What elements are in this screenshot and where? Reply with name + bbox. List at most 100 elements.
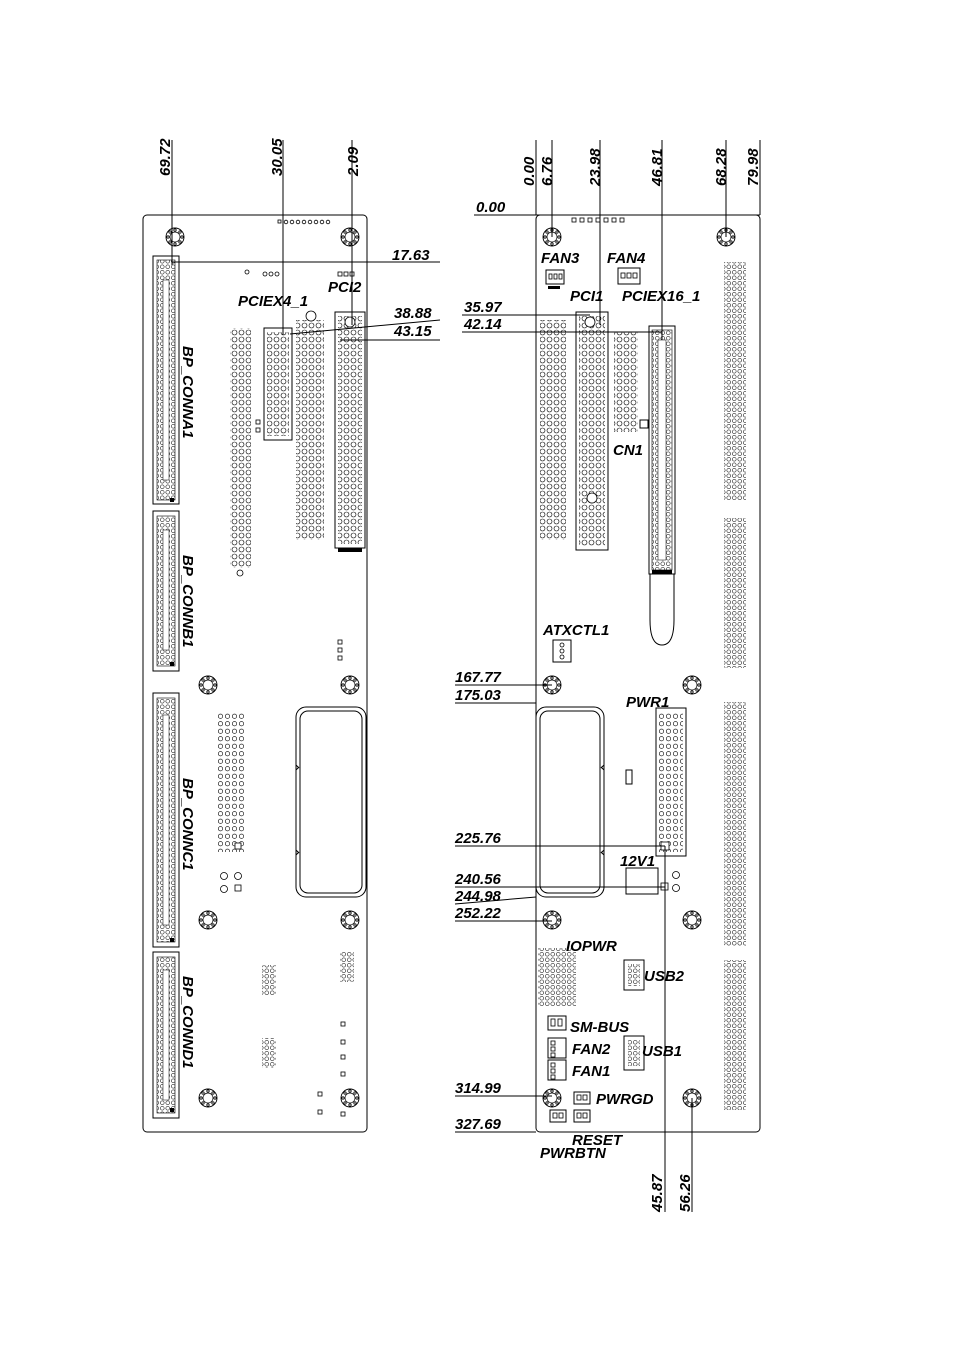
label-reset: RESET: [572, 1132, 624, 1149]
mounting-hole: [682, 675, 702, 695]
label-fan1: FAN1: [572, 1063, 610, 1080]
mounting-hole: [165, 227, 185, 247]
mounting-hole: [340, 910, 360, 930]
dim-left-244-98: 244.98: [454, 888, 502, 905]
mounting-hole: [340, 1088, 360, 1108]
label-atxctl1: ATXCTL1: [542, 622, 609, 639]
dim-left-225-76: 225.76: [454, 830, 502, 847]
left-board-outline: [142, 214, 368, 1133]
pciex16-1-slot: [648, 325, 676, 646]
mounting-hole: [340, 675, 360, 695]
board-cutout: [295, 706, 367, 898]
label-usb1: USB1: [642, 1043, 682, 1060]
pci1-slot: [575, 311, 609, 551]
bp-connd1-connector: [152, 951, 180, 1119]
pwr1-connector: [625, 707, 687, 857]
edge-pin-field: [724, 262, 746, 500]
label-pciex4-1: PCIEX4_1: [238, 293, 308, 310]
pin-field: [218, 712, 230, 852]
pin-field: [262, 1038, 276, 1068]
pin-field: [340, 952, 354, 982]
fan2-connector: [547, 1037, 567, 1059]
dim-left-42-14: 42.14: [463, 316, 502, 333]
bp-connb1-connector: [152, 510, 180, 672]
fan4-connector: [617, 267, 641, 285]
label-pciex16-1: PCIEX16_1: [622, 288, 700, 305]
label-fan3: FAN3: [541, 250, 580, 267]
dim-side-38-88: 38.88: [394, 305, 432, 322]
dim-top-46-81: 46.81: [649, 148, 666, 187]
label-iopwr: IOPWR: [566, 938, 617, 955]
usb2-connector: [623, 959, 645, 991]
pci2-slot: [334, 311, 366, 552]
mounting-hole: [340, 227, 360, 247]
label-bp-connc1: BP_CONNC1: [179, 778, 196, 871]
label-bp-conna1: BP_CONNA1: [179, 346, 196, 439]
reset-jumper: [573, 1109, 591, 1123]
bp-connc1-connector: [152, 692, 180, 948]
dim-top-68-28: 68.28: [713, 148, 730, 186]
board-cutout: [535, 706, 605, 898]
dim-top-0-00: 0.00: [521, 156, 538, 186]
bp-conna1-connector: [152, 255, 180, 505]
mounting-hole: [198, 910, 218, 930]
label-cn1: CN1: [613, 442, 643, 459]
dim-left-240-56: 240.56: [454, 871, 502, 888]
dim-bottom-56-26: 56.26: [677, 1174, 694, 1212]
mounting-hole: [542, 1088, 562, 1108]
edge-pin-field: [724, 518, 746, 668]
dim-top-2-09: 2.09: [345, 146, 362, 177]
right-board: 0.00 6.76 23.98 46.81 68.28 79.98 0.00 3…: [454, 140, 762, 1213]
label-bp-connb1: BP_CONNB1: [179, 555, 196, 648]
dim-top-23-98: 23.98: [587, 148, 604, 187]
dim-left-327-69: 327.69: [455, 1116, 502, 1133]
label-sm-bus: SM-BUS: [570, 1019, 629, 1036]
pin-field: [262, 965, 276, 995]
dim-left-167-77: 167.77: [455, 669, 502, 686]
label-pci2: PCI2: [328, 279, 362, 296]
dim-left-0-00: 0.00: [476, 199, 506, 216]
mounting-hole: [198, 675, 218, 695]
fan3-connector: [545, 269, 565, 289]
pwrgd-jumper: [573, 1091, 591, 1105]
label-bp-connd1: BP_CONND1: [179, 976, 196, 1069]
atxctl1-connector: [552, 639, 572, 663]
dim-top-69-72: 69.72: [157, 138, 174, 176]
pin-field: [232, 712, 244, 852]
pin-field: [614, 332, 638, 432]
label-usb2: USB2: [644, 968, 685, 985]
label-pci1: PCI1: [570, 288, 603, 305]
cn1-connector: [639, 419, 649, 429]
label-fan4: FAN4: [607, 250, 646, 267]
label-pwrgd: PWRGD: [596, 1091, 654, 1108]
edge-pin-field: [724, 960, 746, 1110]
pin-field: [540, 320, 566, 540]
iopwr-pin-field: [538, 948, 576, 1006]
dim-left-314-99: 314.99: [455, 1080, 502, 1097]
usb1-connector: [623, 1035, 645, 1071]
dim-left-35-97: 35.97: [464, 299, 502, 316]
label-fan2: FAN2: [572, 1041, 611, 1058]
mounting-hole: [542, 910, 562, 930]
pwrbtn-jumper: [549, 1109, 567, 1123]
fan1-connector: [547, 1059, 567, 1081]
mounting-hole: [198, 1088, 218, 1108]
label-pwrbtn: PWRBTN: [540, 1145, 607, 1162]
pciex4-1-slot: [255, 327, 293, 441]
dim-left-175-03: 175.03: [455, 687, 502, 704]
dim-side-43-15: 43.15: [393, 323, 432, 340]
dim-top-30-05: 30.05: [269, 138, 286, 176]
dim-side-17-63: 17.63: [392, 247, 430, 264]
edge-pin-field: [724, 702, 746, 946]
mounting-hole: [682, 910, 702, 930]
dim-bottom-45-87: 45.87: [649, 1174, 666, 1213]
12v1-connector: [625, 867, 680, 895]
left-board: 69.72 30.05 2.09 17.63 38.88 43.15 PCI2 …: [142, 138, 441, 1133]
left-top-header: [277, 219, 331, 225]
dim-left-252-22: 252.22: [454, 905, 502, 922]
label-pwr1: PWR1: [626, 694, 669, 711]
sm-bus-connector: [547, 1015, 567, 1031]
dim-top-79-98: 79.98: [745, 148, 762, 186]
pin-field: [230, 328, 251, 568]
